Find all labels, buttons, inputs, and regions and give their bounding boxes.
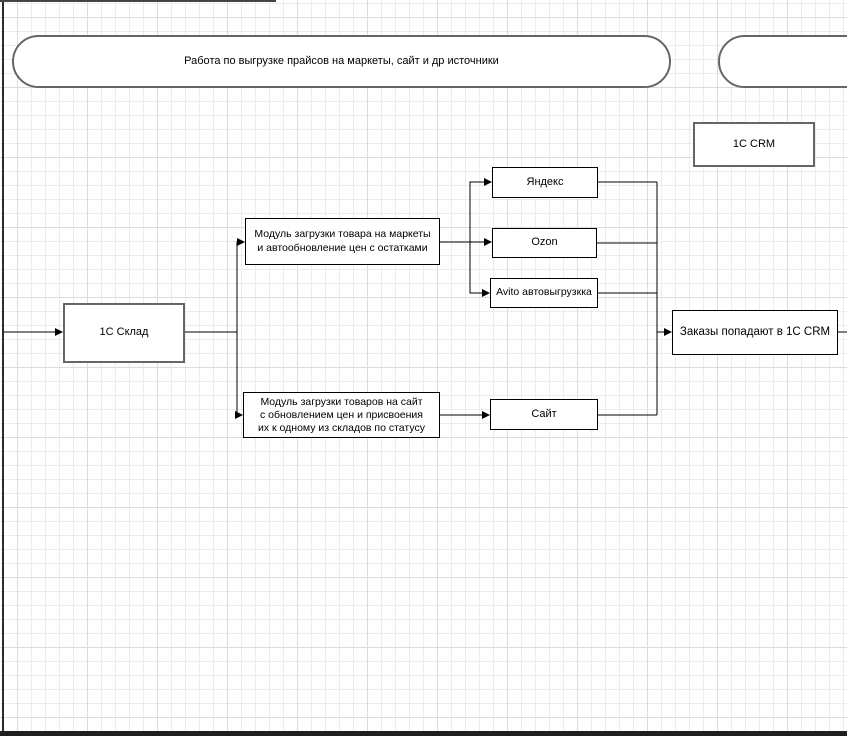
lane-header-pill[interactable]: Работа по выгрузке прайсов на маркеты, с… bbox=[12, 35, 671, 88]
node-1c-sklad[interactable]: 1С Склад bbox=[63, 303, 185, 363]
lane-header-label: Работа по выгрузке прайсов на маркеты, с… bbox=[184, 54, 499, 67]
node-site-label: Сайт bbox=[531, 407, 557, 420]
edge-split-to-module-markets bbox=[236, 238, 245, 332]
node-avito[interactable]: Avito автовыгрузкка bbox=[490, 278, 598, 308]
window-left-edge bbox=[2, 0, 4, 736]
edge-branch-to-avito bbox=[469, 242, 490, 297]
node-ozon-label: Ozon bbox=[531, 236, 558, 249]
node-yandex[interactable]: Яндекс bbox=[492, 167, 598, 198]
node-site[interactable]: Сайт bbox=[490, 399, 598, 430]
node-ozon[interactable]: Ozon bbox=[492, 228, 597, 258]
edge-branch-to-yandex bbox=[469, 178, 492, 242]
node-1c-crm[interactable]: 1С CRM bbox=[693, 122, 815, 167]
node-1c-crm-label: 1С CRM bbox=[732, 137, 776, 150]
window-bottom-edge bbox=[0, 731, 847, 736]
node-orders-to-crm[interactable]: Заказы попадают в 1С CRM bbox=[672, 310, 838, 355]
node-module-site[interactable]: Модуль загрузки товаров на сайт с обновл… bbox=[243, 392, 440, 438]
node-avito-label: Avito автовыгрузкка bbox=[496, 286, 592, 299]
node-orders-to-crm-label: Заказы попадают в 1С CRM bbox=[679, 325, 831, 338]
node-1c-sklad-label: 1С Склад bbox=[99, 326, 149, 339]
cutoff-shape-top-edge bbox=[0, 0, 276, 2]
lane-header-2-pill[interactable] bbox=[718, 35, 847, 88]
edge-split-to-module-site bbox=[235, 332, 243, 419]
node-module-markets-label: Модуль загрузки товара на маркеты и авто… bbox=[254, 228, 431, 254]
node-yandex-label: Яндекс bbox=[526, 175, 564, 188]
node-module-site-label: Модуль загрузки товаров на сайт с обновл… bbox=[258, 395, 425, 434]
node-module-markets[interactable]: Модуль загрузки товара на маркеты и авто… bbox=[245, 218, 440, 265]
